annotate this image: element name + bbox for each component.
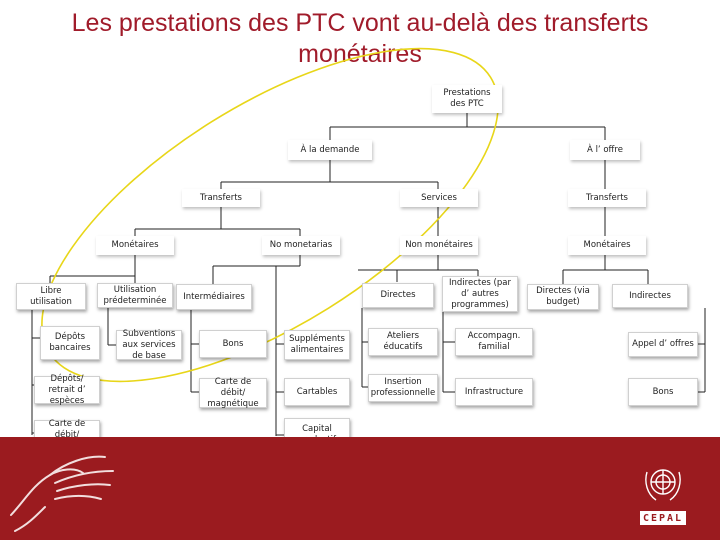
node-bons-offre: Bons <box>628 378 698 406</box>
node-accompagn: Accompagn. familial <box>455 328 533 356</box>
hand-drawing-icon <box>5 445 125 535</box>
node-infrastructure: Infrastructure <box>455 378 533 406</box>
node-non-monetaires: Non monétaires <box>400 236 478 255</box>
node-directes-budget: Directes (via budget) <box>527 284 599 310</box>
node-utilisation-predeterminee: Utilisation prédeterminée <box>97 283 173 308</box>
node-demande: À la demande <box>288 140 372 160</box>
node-transferts-demande: Transferts <box>182 189 260 207</box>
node-supplements: Suppléments alimentaires <box>284 330 350 360</box>
node-depots-retrait: Dépôts/ retrait d’ espèces <box>34 376 100 404</box>
node-ateliers: Ateliers éducatifs <box>368 328 438 356</box>
node-services: Services <box>400 189 478 207</box>
node-libre-utilisation: Libre utilisation <box>16 283 86 310</box>
cepal-logo-text: CEPAL <box>640 511 686 525</box>
node-depots-bancaires: Dépôts bancaires <box>40 326 100 360</box>
node-cartables: Cartables <box>284 378 350 406</box>
node-root: Prestations des PTC <box>432 85 502 113</box>
node-no-monetarias: No monetarias <box>262 236 340 255</box>
node-monetaires-offre: Monétaires <box>568 236 646 255</box>
node-subventions: Subventions aux services de base <box>116 330 182 360</box>
node-bons-demande: Bons <box>199 330 267 358</box>
node-transferts-offre: Transferts <box>568 189 646 207</box>
node-appel-offres: Appel d’ offres <box>628 332 698 357</box>
node-monetaires-demande: Monétaires <box>96 236 174 255</box>
node-insertion: Insertion professionnelle <box>368 374 438 402</box>
un-emblem-icon <box>638 462 688 508</box>
node-indirectes-offre: Indirectes <box>612 284 688 308</box>
node-indirectes-programmes: Indirectes (par d’ autres programmes) <box>442 276 518 312</box>
connector-lines <box>0 0 720 440</box>
node-intermediaires: Intermédiaires <box>176 284 252 310</box>
node-directes-services: Directes <box>362 283 434 308</box>
node-offre: À l’ offre <box>570 140 640 160</box>
footer-band <box>0 437 720 540</box>
node-carte-debit-1: Carte de débit/ magnétique <box>199 378 267 408</box>
